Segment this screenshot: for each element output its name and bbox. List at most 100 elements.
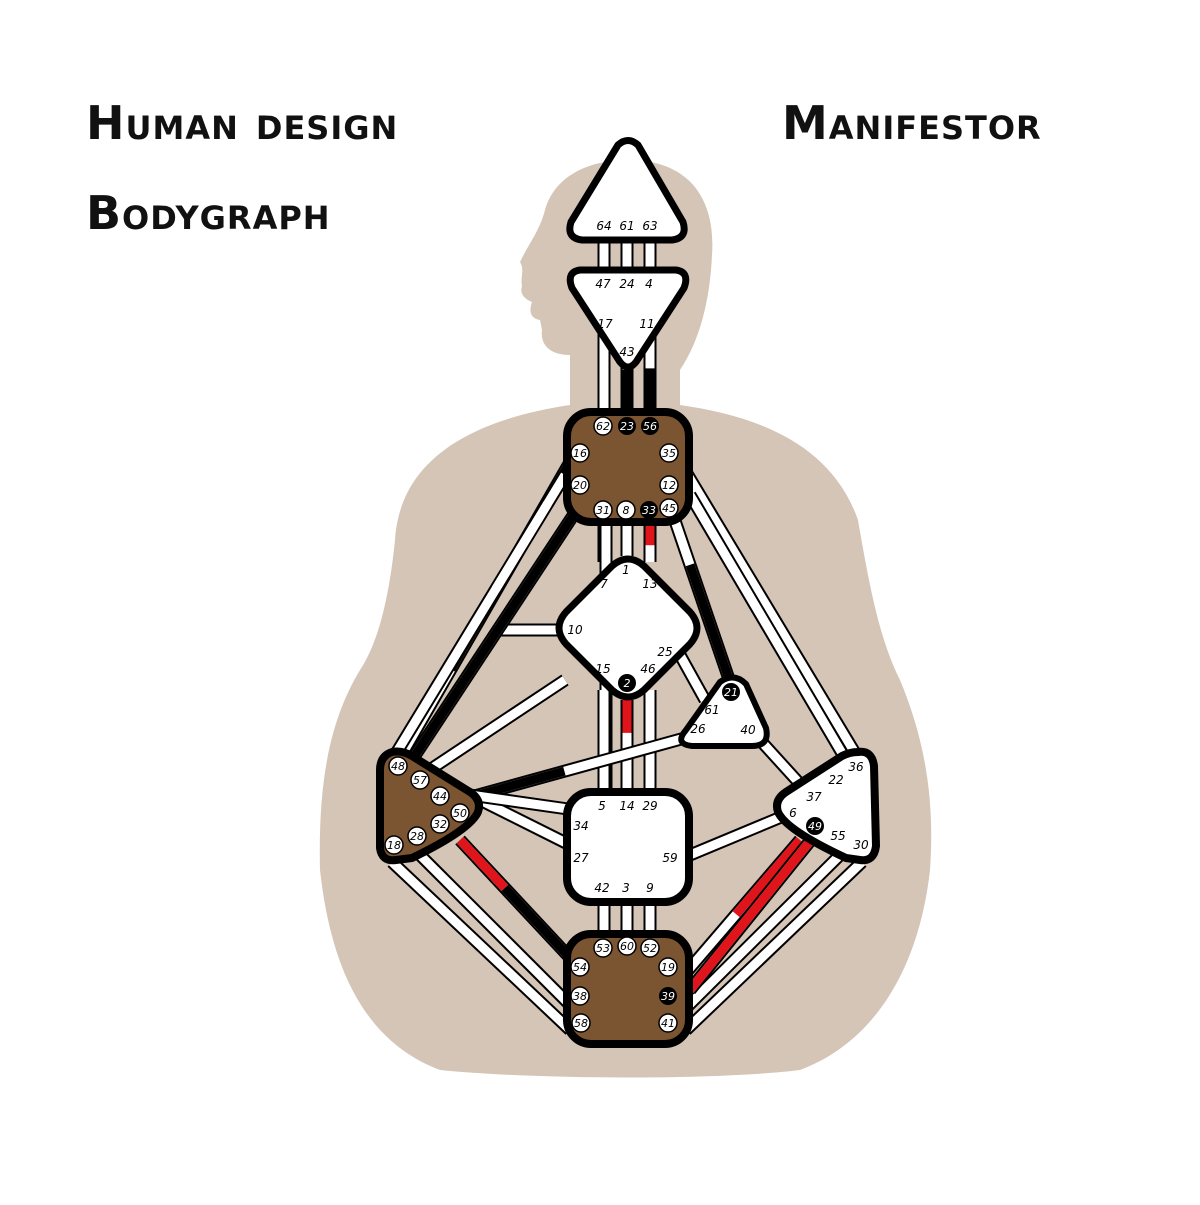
gate-badge: 16 [570,443,590,463]
gate-badge: 50 [450,803,470,823]
gate-label: 58 [574,1017,588,1030]
gate-label: 5 [598,799,606,813]
gate-badge: 62 [593,416,613,436]
gate-label: 32 [433,818,447,831]
gate-badge: 39 [659,987,677,1005]
gate-label: 52 [643,942,657,955]
gate-badge: 20 [570,475,590,495]
gate-badge: 19 [658,957,678,977]
gate-label: 47 [595,277,611,291]
gate-badge: 58 [571,1013,591,1033]
gate-label: 15 [595,662,610,676]
gate-label: 2 [624,677,631,690]
gate-badge: 54 [570,957,590,977]
gate-badge: 23 [618,417,636,435]
gate-badge: 41 [658,1013,678,1033]
gate-badge: 56 [641,417,659,435]
gate-label: 45 [662,502,676,515]
gate-badge: 18 [384,835,404,855]
gate-label: 21 [724,686,738,699]
gate-label: 28 [410,830,424,843]
heart-center [678,674,770,749]
type-title: Manifestor [782,96,1042,150]
gate-label: 56 [643,420,657,433]
gate-label: 31 [596,504,610,517]
diagram-title-line-1: Human design [86,96,399,150]
gate-label: 10 [567,623,583,637]
gate-badge: 8 [616,500,636,520]
channel-layer [386,238,867,1035]
gate-label: 55 [830,829,845,843]
gate-label: 24 [619,277,634,291]
throat-center [563,408,693,526]
gate-badge: 33 [640,501,658,519]
ajna-center [566,266,690,371]
gate-label: 17 [597,317,613,331]
gate-label: 59 [662,851,677,865]
gate-badge: 44 [430,786,450,806]
gate-label: 27 [573,851,589,865]
gate-label: 14 [619,799,634,813]
gate-badge: 60 [617,936,637,956]
gate-label: 26 [690,722,706,736]
gate-label: 46 [640,662,656,676]
gate-label: 54 [573,961,587,974]
gate-label: 25 [657,645,672,659]
gate-label: 40 [740,723,756,737]
head-center [566,137,688,244]
gate-label: 62 [596,420,610,433]
gate-label: 39 [661,990,675,1003]
gate-label: 60 [620,940,634,953]
gate-label: 23 [620,420,634,433]
sacral-center [563,788,693,906]
gate-label: 29 [642,799,657,813]
gate-label: 30 [853,838,869,852]
gate-label: 53 [596,942,610,955]
gate-label: 22 [828,773,843,787]
gate-label: 43 [619,345,634,359]
gate-label: 41 [661,1017,675,1030]
gate-label: 37 [806,790,822,804]
gate-label: 20 [573,479,587,492]
gate-label: 63 [642,219,657,233]
gate-label: 38 [573,990,587,1003]
gate-badge: 12 [659,475,679,495]
gate-badge: 31 [593,500,613,520]
gate-label: 13 [642,577,657,591]
gate-label: 36 [848,760,864,774]
diagram-title-line-2: Bodygraph [86,186,331,240]
gate-label: 6 [789,806,797,820]
spleen-center [376,747,483,865]
gate-badge: 48 [388,756,408,776]
gate-label: 18 [387,839,401,852]
gate-label: 34 [573,819,588,833]
gate-label: 61 [704,703,719,717]
gate-label: 12 [662,479,676,492]
gate-label: 64 [596,219,611,233]
gate-badge: 35 [659,443,679,463]
gate-label: 50 [453,807,467,820]
gate-badge: 52 [640,938,660,958]
gate-label: 42 [594,881,609,895]
solar-plexus-center [773,747,880,865]
gate-label: 9 [646,881,654,895]
gate-label: 44 [433,790,447,803]
gate-badge: 38 [570,986,590,1006]
gate-label: 49 [808,820,822,833]
gate-label: 1 [622,563,630,577]
gate-label: 19 [661,961,675,974]
gate-badge: 28 [407,826,427,846]
gate-badge: 57 [410,770,430,790]
gate-label: 35 [662,447,676,460]
gate-label: 7 [600,577,608,591]
gate-badge: 21 [722,683,740,701]
gate-label: 16 [573,447,587,460]
g-center [555,555,701,701]
gate-badge: 53 [593,938,613,958]
gate-label: 8 [623,504,630,517]
gate-badge: 49 [806,817,824,835]
gate-badge: 2 [618,674,636,692]
gate-label: 4 [645,277,653,291]
